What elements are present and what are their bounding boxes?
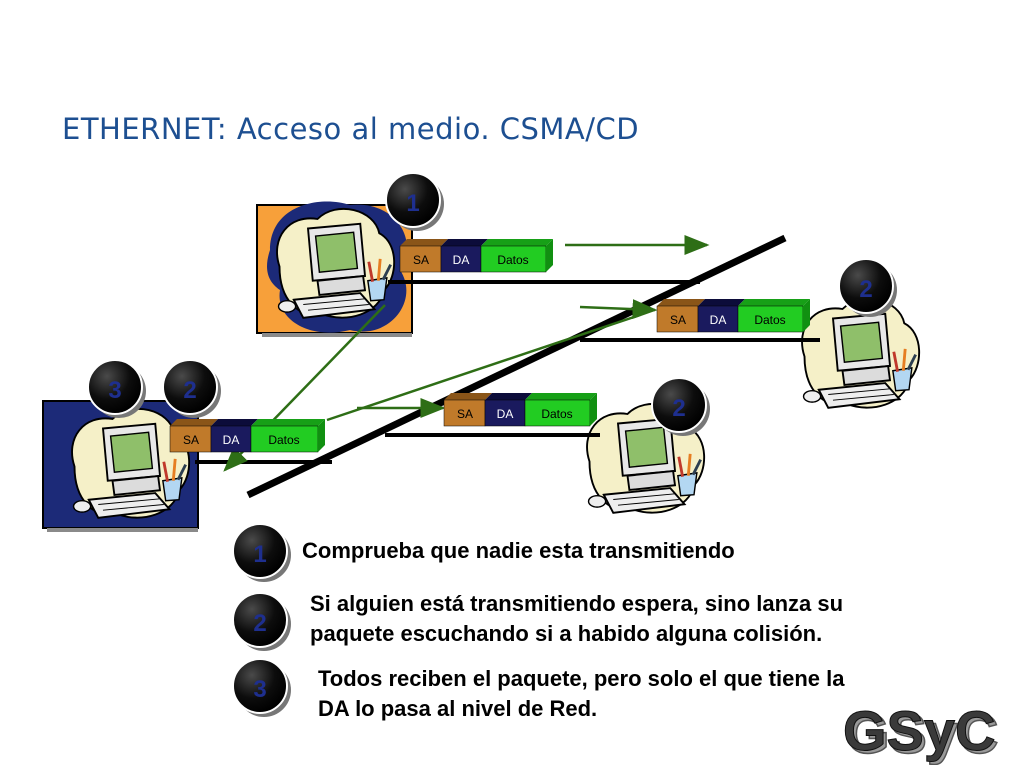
gsyc-logo: GSyC GSyC xyxy=(843,699,1000,766)
packet-top-data: Datos xyxy=(497,253,528,267)
packet-top: SA DA Datos xyxy=(399,239,553,273)
badge-left-host-b: 2 xyxy=(162,359,221,418)
legend-item-3-line1: Todos reciben el paquete, pero solo el q… xyxy=(318,666,845,691)
packet-left-da: DA xyxy=(223,433,240,447)
arrow-long-diagonal xyxy=(326,313,641,422)
packet-right-data: Datos xyxy=(754,313,785,327)
legend-item-2-line1: Si alguien está transmitiendo espera, si… xyxy=(310,591,844,616)
badge-top-host: 1 xyxy=(385,172,444,231)
legend-item-3-line2: DA lo pasa al nivel de Red. xyxy=(318,696,598,721)
badge-left-host-a-number: 3 xyxy=(108,377,121,404)
badge-left-host-a: 3 xyxy=(87,359,146,418)
packet-right-da: DA xyxy=(710,313,727,327)
packet-left-data: Datos xyxy=(268,433,299,447)
svg-text:GSyC: GSyC xyxy=(846,702,999,765)
legend-badge-3: 3 xyxy=(232,658,291,717)
badge-right-host-number: 2 xyxy=(859,276,872,303)
legend-badge-1-number: 1 xyxy=(253,541,266,568)
badge-bottom-host: 2 xyxy=(651,377,710,436)
packet-bottom-da: DA xyxy=(497,407,514,421)
packet-left-sa: SA xyxy=(183,433,199,447)
badge-left-host-b-number: 2 xyxy=(183,377,196,404)
arrow-to-right-packet xyxy=(579,299,658,320)
packet-top-da: DA xyxy=(453,253,470,267)
packet-bottom: SA DA Datos xyxy=(443,393,597,427)
badge-right-host: 2 xyxy=(838,258,897,317)
legend-badge-2: 2 xyxy=(232,592,291,651)
legend-badge-1: 1 xyxy=(232,523,291,582)
legend-badge-2-number: 2 xyxy=(253,610,266,637)
legend-badge-3-number: 3 xyxy=(253,676,266,703)
packet-bottom-sa: SA xyxy=(457,407,473,421)
packet-left: SA DA Datos xyxy=(169,419,325,453)
badge-top-host-number: 1 xyxy=(406,190,419,217)
computer-top-icon xyxy=(275,207,396,320)
packet-right-sa: SA xyxy=(670,313,686,327)
page-title: ETHERNET: Acceso al medio. CSMA/CD xyxy=(62,112,640,146)
packet-top-sa: SA xyxy=(413,253,429,267)
svg-text:GSyC: GSyC xyxy=(843,699,996,762)
packet-right: SA DA Datos xyxy=(656,299,810,333)
packet-bottom-data: Datos xyxy=(541,407,572,421)
legend-item-1-text: Comprueba que nadie esta transmitiendo xyxy=(302,538,735,563)
legend-item-2-line2: paquete escuchando si a habido alguna co… xyxy=(310,621,823,646)
badge-bottom-host-number: 2 xyxy=(672,395,685,422)
